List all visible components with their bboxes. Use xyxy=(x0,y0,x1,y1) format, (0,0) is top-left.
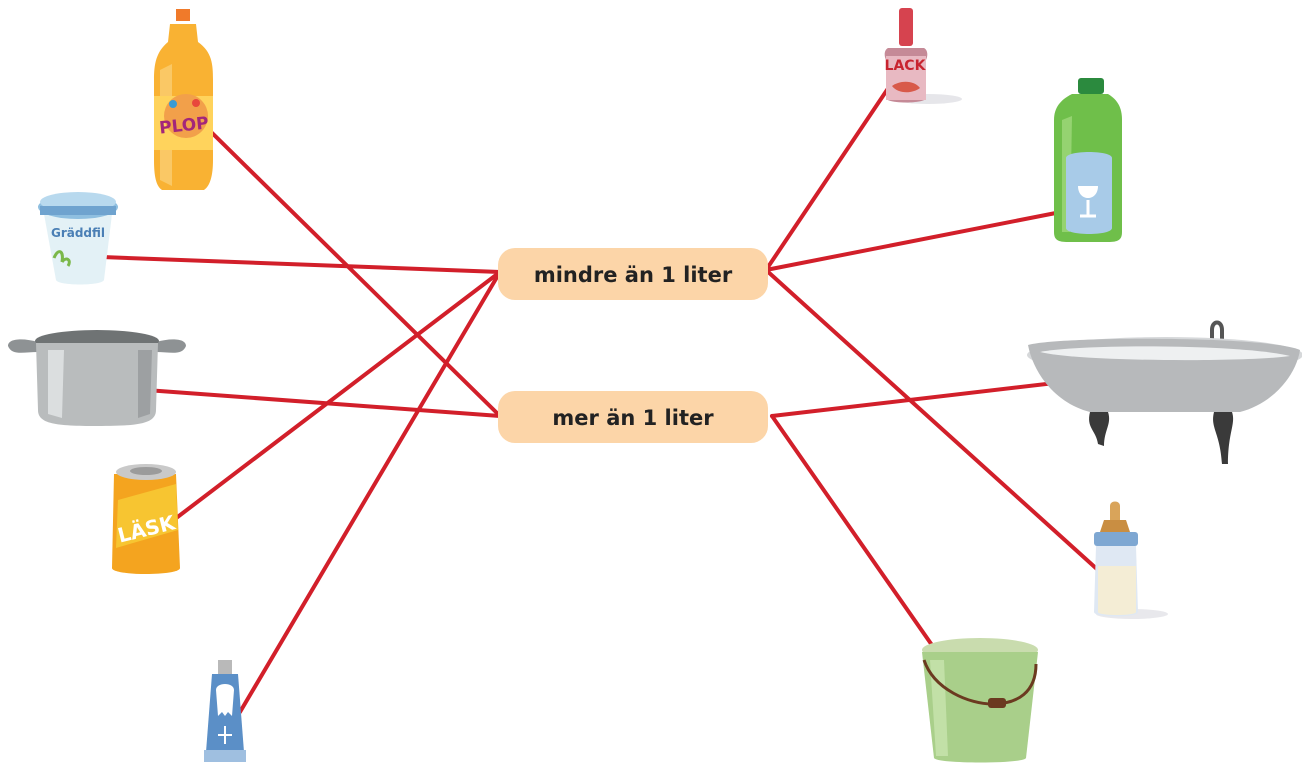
soda-bottle-icon[interactable]: PLOP xyxy=(154,9,213,190)
connector-sour-cream-cup xyxy=(100,255,502,274)
connector-soda-bottle xyxy=(203,124,502,418)
dish-soap-icon[interactable] xyxy=(1054,78,1122,242)
toothpaste-tube-icon[interactable] xyxy=(204,660,246,762)
connector-lines xyxy=(100,82,1100,714)
connector-bucket xyxy=(770,414,936,650)
connector-baby-bottle xyxy=(764,268,1100,572)
soda-can-icon[interactable]: LÄSK xyxy=(112,464,180,574)
bathtub-icon[interactable] xyxy=(1027,320,1302,465)
category-label-more-text: mer än 1 liter xyxy=(552,406,714,430)
sour-cream-cup-text: Gräddfil xyxy=(51,226,105,240)
connector-toothpaste-tube xyxy=(238,270,502,714)
bucket-icon[interactable] xyxy=(922,638,1038,763)
connector-bathtub xyxy=(770,379,1074,418)
nail-polish-icon[interactable]: LACK xyxy=(885,8,962,104)
category-label-less-text: mindre än 1 liter xyxy=(534,263,733,287)
cooking-pot-icon[interactable] xyxy=(8,330,186,426)
category-label-more[interactable]: mer än 1 liter xyxy=(498,391,768,443)
connector-nail-polish xyxy=(764,82,893,272)
connector-cooking-pot xyxy=(144,388,502,418)
baby-bottle-icon[interactable] xyxy=(1094,501,1168,620)
connector-dish-soap xyxy=(764,209,1068,272)
nail-polish-text: LACK xyxy=(885,58,927,74)
connector-soda-can xyxy=(169,270,502,524)
category-label-less[interactable]: mindre än 1 liter xyxy=(498,248,768,300)
sour-cream-cup-icon[interactable]: Gräddfil xyxy=(38,192,118,285)
